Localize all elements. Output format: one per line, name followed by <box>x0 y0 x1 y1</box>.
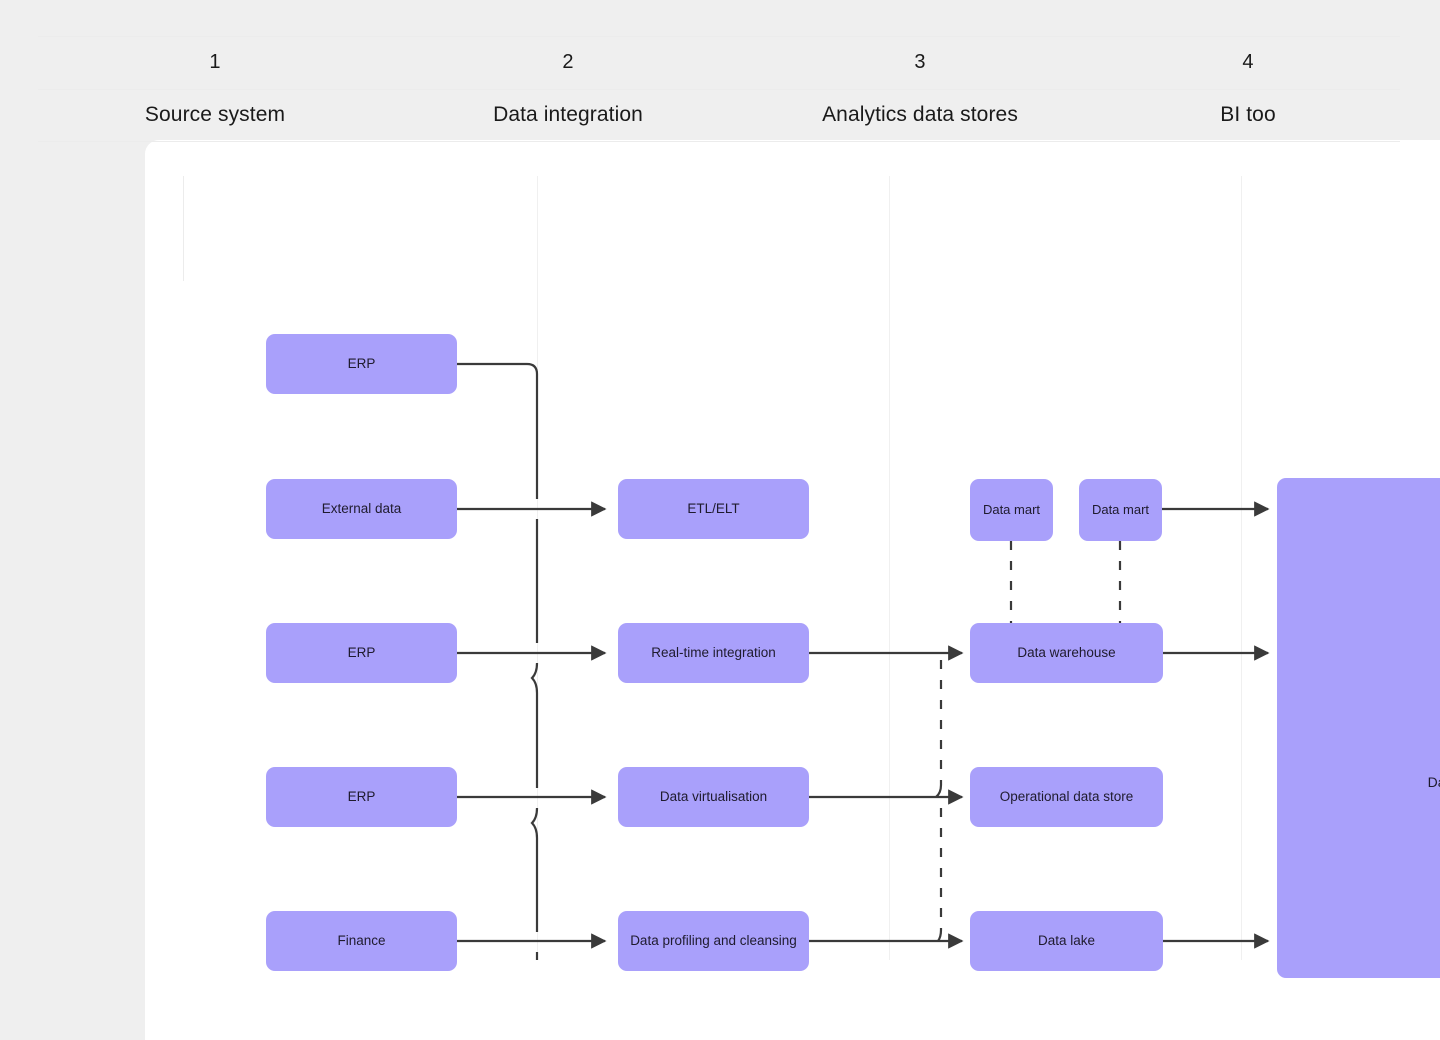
node-label: ERP <box>347 356 376 372</box>
node-source-erp-3[interactable]: ERP <box>266 767 457 827</box>
node-label: Data mart <box>1091 502 1150 518</box>
column-number-2: 2 <box>392 36 744 89</box>
header-name-row: Source system Data integration Analytics… <box>38 89 1400 141</box>
header-top-rule <box>38 36 1400 37</box>
column-number-4-text: 4 <box>1242 51 1254 73</box>
column-number-3: 3 <box>744 36 1096 89</box>
header-bottom-rule <box>38 141 1400 142</box>
node-label: Data mart <box>982 502 1041 518</box>
column-divider-1-2 <box>537 176 538 960</box>
node-bi-tools-panel[interactable]: Ad hoc qu Self-servic OLAP Data visualiz <box>1277 478 1440 978</box>
node-source-finance[interactable]: Finance <box>266 911 457 971</box>
node-source-erp-2[interactable]: ERP <box>266 623 457 683</box>
column-divider-2-3 <box>889 176 890 960</box>
node-label: Data warehouse <box>1017 645 1116 661</box>
node-store-data-mart-2[interactable]: Data mart <box>1079 479 1162 541</box>
node-source-external-data[interactable]: External data <box>266 479 457 539</box>
diagram-card <box>145 140 1440 1040</box>
column-title-1: Source system <box>38 89 392 141</box>
column-divider-left <box>183 176 184 281</box>
header-number-row: 1 2 3 4 <box>38 36 1400 89</box>
column-title-3-text: Analytics data stores <box>822 103 1018 126</box>
node-label: Finance <box>337 933 386 949</box>
node-store-data-mart-1[interactable]: Data mart <box>970 479 1053 541</box>
node-label: ERP <box>347 645 376 661</box>
column-number-1: 1 <box>38 36 392 89</box>
column-header-table: 1 2 3 4 Source system Data integration A… <box>38 36 1400 142</box>
bi-tool-item-4: Data visualiz <box>1427 774 1440 790</box>
column-title-3: Analytics data stores <box>744 89 1096 141</box>
node-label: ERP <box>347 789 376 805</box>
node-label: Operational data store <box>999 789 1134 805</box>
node-integration-etl-elt[interactable]: ETL/ELT <box>618 479 809 539</box>
node-store-operational-data-store[interactable]: Operational data store <box>970 767 1163 827</box>
node-store-data-warehouse[interactable]: Data warehouse <box>970 623 1163 683</box>
column-number-2-text: 2 <box>562 51 574 73</box>
node-source-erp-1[interactable]: ERP <box>266 334 457 394</box>
column-title-1-text: Source system <box>144 103 286 126</box>
node-integration-data-profiling[interactable]: Data profiling and cleansing <box>618 911 809 971</box>
node-integration-data-virtualisation[interactable]: Data virtualisation <box>618 767 809 827</box>
node-label: ETL/ELT <box>687 501 740 517</box>
node-store-data-lake[interactable]: Data lake <box>970 911 1163 971</box>
header-middle-rule <box>38 89 1400 90</box>
node-label: External data <box>321 501 402 517</box>
column-number-4: 4 <box>1096 36 1400 89</box>
column-number-3-text: 3 <box>914 51 926 73</box>
column-title-4-text: BI too <box>1220 103 1276 126</box>
node-label: Data virtualisation <box>659 789 768 805</box>
node-integration-real-time[interactable]: Real-time integration <box>618 623 809 683</box>
column-title-2-text: Data integration <box>493 103 643 126</box>
node-label: Data profiling and cleansing <box>630 933 797 949</box>
column-number-1-text: 1 <box>209 51 221 73</box>
column-title-2: Data integration <box>392 89 744 141</box>
node-label: Data lake <box>1037 933 1096 949</box>
column-title-4: BI too <box>1096 89 1400 141</box>
node-label: Real-time integration <box>651 645 776 661</box>
column-divider-3-4 <box>1241 176 1242 960</box>
